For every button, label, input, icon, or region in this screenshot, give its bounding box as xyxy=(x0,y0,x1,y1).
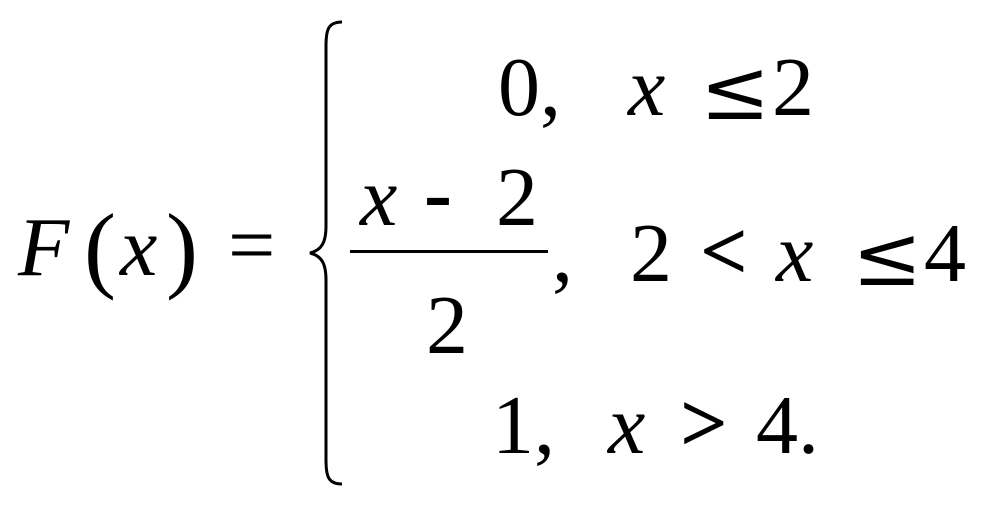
case2-numerator-constant: 2 xyxy=(496,151,538,244)
case2-cond-less-than: < xyxy=(700,205,748,298)
open-paren: ( xyxy=(84,194,116,301)
case2-comma: , xyxy=(552,207,573,300)
case3-value: 1, xyxy=(492,379,555,472)
case2-numerator-minus: - xyxy=(424,147,452,240)
case1-value: 0, xyxy=(498,41,561,134)
case1-cond-variable: x xyxy=(628,41,666,134)
function-name: F xyxy=(18,201,70,294)
function-variable: x xyxy=(120,201,158,294)
fraction-bar xyxy=(350,250,548,253)
case2-denominator: 2 xyxy=(426,279,468,372)
case1-cond-bound: 2 xyxy=(772,41,814,134)
case2-cond-less-equal: ≤ xyxy=(852,207,923,305)
case2-cond-upper: 4 xyxy=(924,207,966,300)
case3-cond-bound: 4. xyxy=(756,379,819,472)
case3-cond-greater-than: > xyxy=(680,377,728,470)
equals-sign: = xyxy=(228,199,276,292)
case3-cond-variable: x xyxy=(608,379,646,472)
case2-cond-lower: 2 xyxy=(630,207,672,300)
case2-numerator-variable: x xyxy=(360,151,398,244)
close-paren: ) xyxy=(166,194,198,301)
case1-cond-operator: ≤ xyxy=(700,41,771,139)
case2-cond-variable: x xyxy=(776,207,814,300)
